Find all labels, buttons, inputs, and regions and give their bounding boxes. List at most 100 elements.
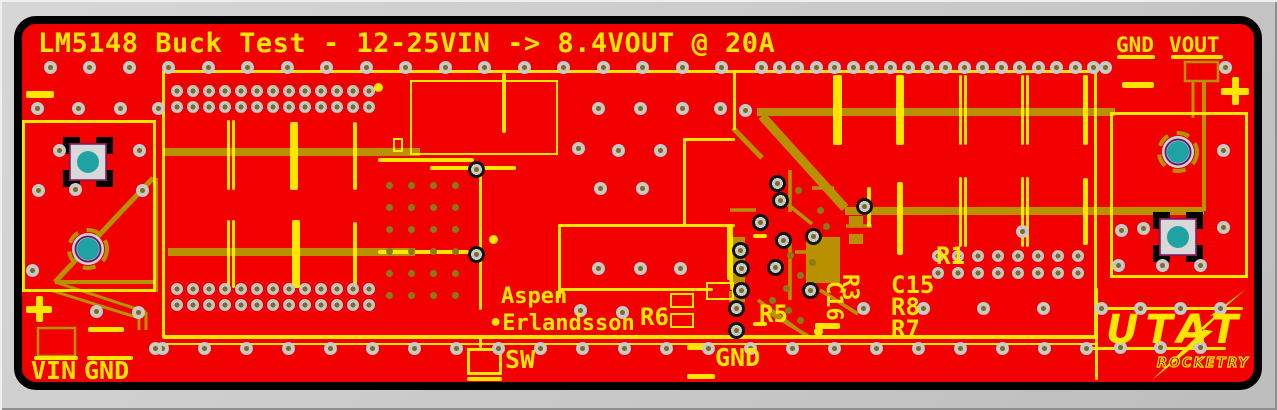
via-dot (451, 269, 459, 277)
via (1052, 267, 1064, 279)
via-dot (429, 203, 437, 211)
label-sw: SW (505, 345, 536, 374)
via (283, 101, 295, 113)
via-dot (786, 251, 794, 259)
via-dot (407, 181, 415, 189)
via (754, 60, 768, 74)
via (323, 341, 337, 355)
silkscreen-line (964, 177, 967, 247)
refdes-r5: R5 (759, 300, 788, 328)
via (932, 267, 944, 279)
via (1068, 60, 1082, 74)
via (201, 60, 215, 74)
via (633, 261, 647, 275)
via-dot (407, 291, 415, 299)
via (365, 341, 379, 355)
via (743, 341, 757, 355)
via (251, 283, 263, 295)
via (1031, 60, 1045, 74)
via (1193, 340, 1207, 354)
via (299, 85, 311, 97)
via (953, 341, 967, 355)
silkscreen-line (683, 138, 735, 141)
via-tented (751, 213, 769, 231)
via (653, 143, 667, 157)
silkscreen-outline (1110, 112, 1248, 278)
via-dot (385, 269, 393, 277)
via (235, 101, 247, 113)
via (478, 60, 491, 74)
via (1136, 221, 1150, 235)
board-title: LM5148 Buck Test - 12-25VIN -> 8.4VOUT @… (38, 28, 776, 59)
via (1098, 60, 1112, 74)
silkscreen-line (87, 356, 133, 360)
via-dot (768, 296, 776, 304)
via-dot (385, 181, 393, 189)
via (315, 85, 327, 97)
silkscreen-line (683, 138, 686, 226)
via (846, 60, 860, 74)
via (809, 60, 823, 74)
via (148, 341, 162, 355)
via-tented (771, 191, 789, 209)
via (932, 250, 944, 262)
silkscreen-outline (706, 282, 734, 300)
via (1032, 267, 1044, 279)
via (219, 101, 231, 113)
via (1036, 301, 1050, 315)
silkscreen-line (1117, 55, 1155, 59)
via (347, 283, 359, 295)
via (571, 141, 585, 155)
via-dot (385, 225, 393, 233)
via (491, 341, 505, 355)
via-dot (385, 203, 393, 211)
via (135, 183, 149, 197)
via (31, 183, 45, 197)
via (675, 60, 689, 74)
via-dot (429, 247, 437, 255)
via-tented (768, 174, 786, 192)
via (131, 305, 145, 319)
via (673, 261, 687, 275)
logo-rocketry-text: ROCKETRY (1156, 356, 1250, 371)
silkscreen-line (959, 177, 962, 247)
via-dot (808, 258, 816, 266)
via-tented (766, 258, 784, 276)
via (267, 85, 279, 97)
via (219, 283, 231, 295)
via (89, 304, 103, 318)
via (557, 60, 570, 74)
via-tented (801, 281, 819, 299)
silkscreen-line (1083, 178, 1088, 245)
via-dot (407, 225, 415, 233)
plus-mark (36, 296, 43, 322)
via-dot (813, 326, 823, 336)
via (171, 283, 183, 295)
via (995, 341, 1009, 355)
via-tented (467, 245, 485, 263)
via-dot (796, 316, 804, 324)
silkscreen-line (753, 322, 767, 326)
via (633, 101, 647, 115)
silkscreen-line (1021, 177, 1024, 247)
silkscreen-line (733, 70, 736, 130)
silkscreen-line (1026, 177, 1029, 247)
refdes-r6: R6 (640, 303, 669, 331)
via (68, 182, 82, 196)
via (1114, 223, 1128, 237)
via (203, 101, 215, 113)
via (1087, 60, 1100, 74)
via-tented (727, 321, 745, 339)
via-tented (731, 241, 749, 259)
via (251, 85, 263, 97)
via (267, 101, 279, 113)
silkscreen-outline (670, 293, 694, 308)
via (363, 283, 375, 295)
via (151, 101, 165, 115)
via (315, 299, 327, 311)
via (399, 60, 412, 74)
silkscreen-line (232, 220, 235, 288)
via (235, 283, 247, 295)
via (187, 85, 199, 97)
